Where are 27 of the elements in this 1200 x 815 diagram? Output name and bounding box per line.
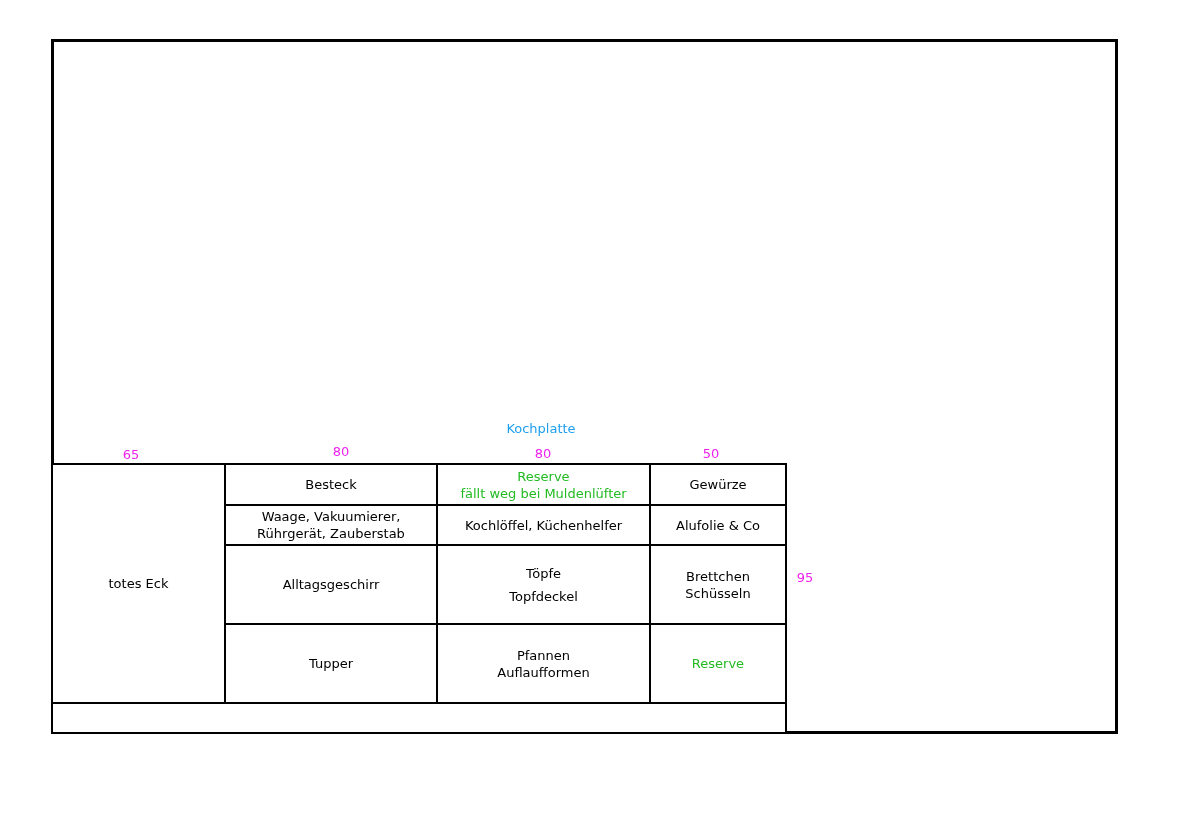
cabinet-drawer: [649, 463, 787, 506]
drawer-label: Besteck: [305, 476, 357, 493]
drawer-label: Schüsseln: [685, 584, 751, 602]
drawer-label: Töpfe: [526, 564, 561, 582]
drawer-label: Brettchen: [686, 567, 750, 585]
room-outline: [51, 39, 1118, 734]
plinth-strip: [51, 702, 787, 734]
dimension-label: 65: [122, 446, 140, 462]
drawer-label: totes Eck: [108, 575, 169, 592]
hob-label: Kochplatte: [506, 420, 576, 436]
drawer-label: Waage, Vakuumierer, Rührgerät, Zauberstab: [256, 508, 406, 542]
dimension-label: 80: [332, 443, 350, 459]
drawer-label: Reserve: [691, 655, 745, 672]
drawer-label: Topfdeckel: [509, 587, 578, 605]
dimension-label: 50: [702, 445, 720, 461]
drawer-label: Gewürze: [689, 476, 747, 493]
dimension-label: 95: [796, 569, 814, 585]
drawer-label: Reserve: [517, 467, 570, 485]
drawer-label: Alltagsgeschirr: [282, 576, 380, 593]
drawer-label: Pfannen: [516, 646, 571, 664]
drawer-label: Tupper: [308, 655, 354, 672]
drawer-label: Kochlöffel, Küchenhelfer: [464, 516, 623, 534]
cabinet-drawer: [51, 463, 226, 704]
drawer-label: Alufolie & Co: [676, 516, 760, 534]
dimension-label: 80: [534, 445, 552, 461]
drawer-label: fällt weg bei Muldenlüfter: [460, 484, 627, 502]
drawer-label: Auflaufformen: [497, 663, 590, 681]
